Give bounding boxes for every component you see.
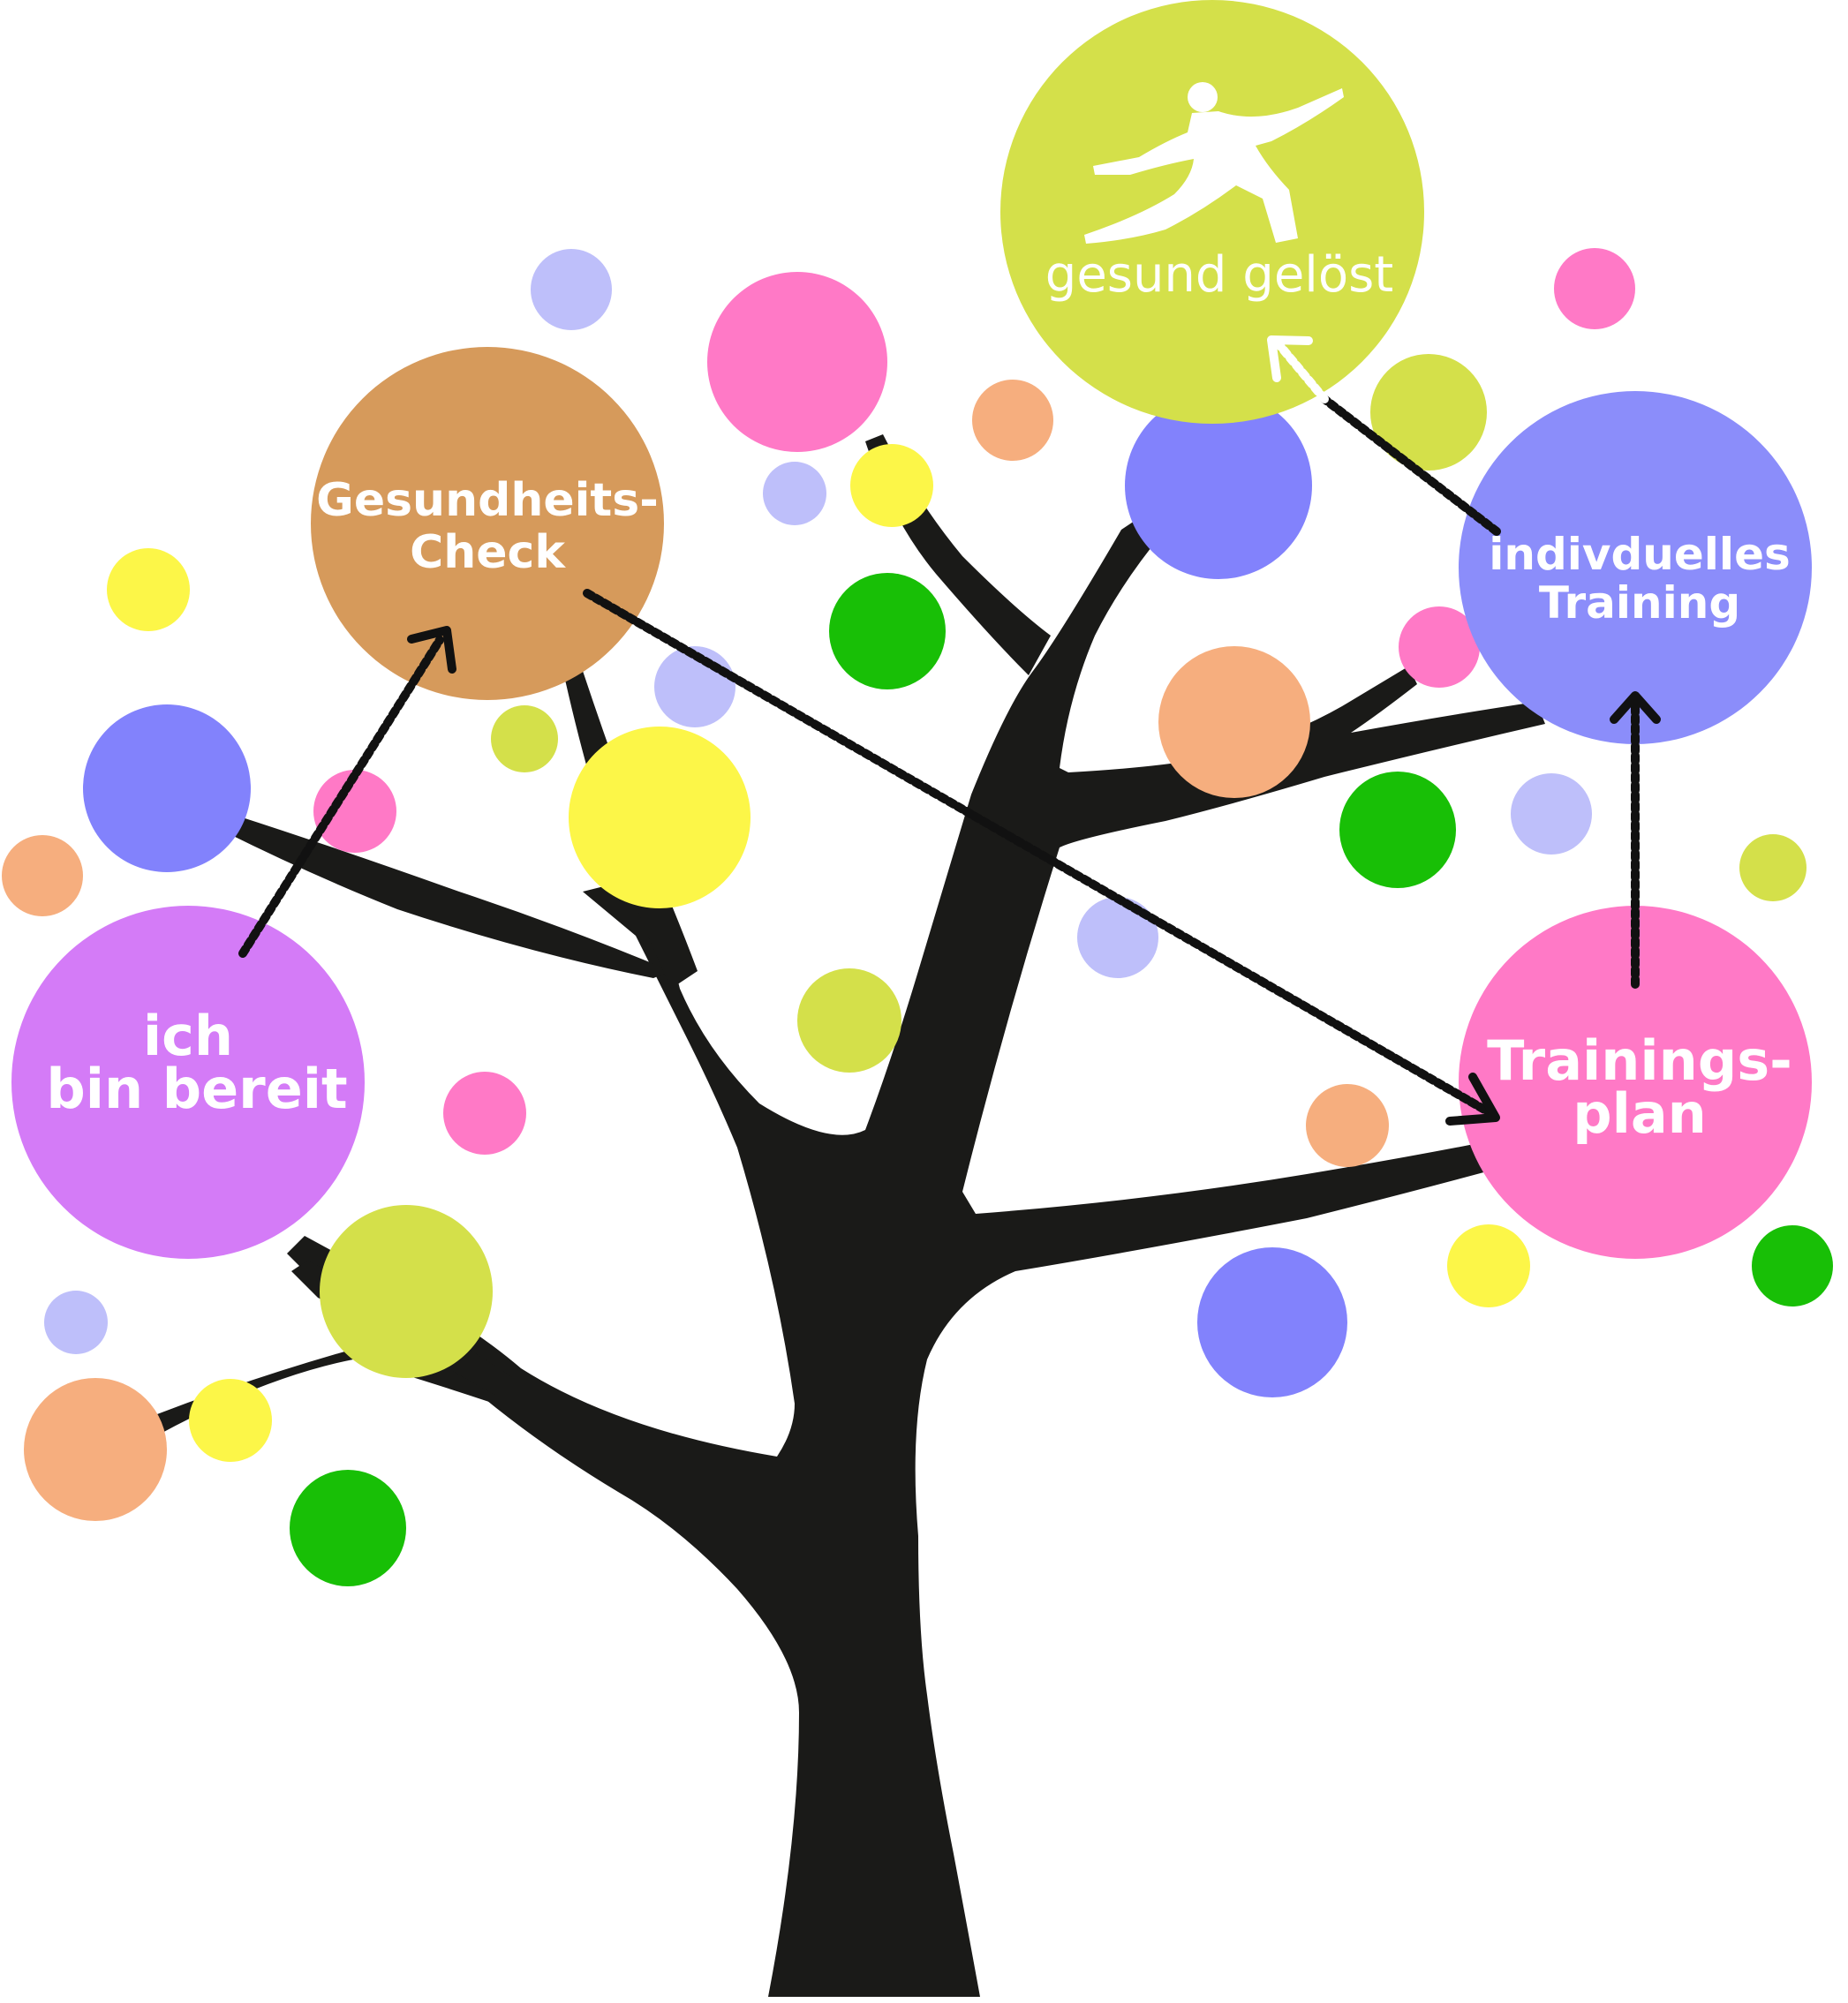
node-ready-circle [11, 906, 365, 1259]
node-plan-label-2: plan [1573, 1081, 1707, 1146]
dot-green [1752, 1225, 1833, 1306]
dot-peach [2, 835, 83, 916]
dot-peach [1158, 646, 1310, 798]
dot-pink [707, 272, 887, 452]
node-check: Gesundheits- Check [311, 347, 664, 700]
node-goal-circle [1000, 0, 1424, 424]
node-goal: gesund gelöst [1000, 0, 1424, 424]
dot-blue [1197, 1247, 1347, 1397]
arrow-ready-to-check [238, 626, 456, 958]
node-ready-label-1: ich [143, 1004, 233, 1068]
dot-yellow [569, 727, 751, 908]
decorative-dots [2, 248, 1833, 1586]
arrow-check-to-plan [583, 589, 1500, 1126]
dot-peach [24, 1378, 167, 1521]
dot-pink [443, 1072, 526, 1155]
node-check-label-1: Gesundheits- [316, 474, 659, 527]
flow-arrows [238, 335, 1661, 1126]
node-training: indivduelles Training [1459, 391, 1812, 744]
node-goal-label: gesund gelöst [1045, 246, 1393, 304]
dot-yellow [189, 1379, 272, 1462]
dot-olive [1370, 354, 1487, 471]
tree-branch-left [221, 814, 671, 978]
node-plan: Trainings- plan [1459, 906, 1812, 1259]
dot-olive [491, 705, 558, 772]
node-ready: ich bin bereit [11, 906, 365, 1259]
node-training-circle [1459, 391, 1812, 744]
dot-peach [1306, 1084, 1389, 1167]
dot-olive [797, 968, 901, 1073]
arrow-training-to-goal [1267, 335, 1501, 536]
dot-lavender [44, 1291, 108, 1354]
node-training-label-1: indivduelles [1489, 529, 1791, 580]
node-plan-circle [1459, 906, 1812, 1259]
arrow-plan-to-training [1610, 691, 1661, 989]
node-ready-label-2: bin bereit [46, 1057, 347, 1121]
dot-lavender [1511, 773, 1592, 855]
dot-lavender [531, 249, 612, 330]
dot-yellow [1447, 1224, 1530, 1307]
node-check-circle [311, 347, 664, 700]
dot-blue [1125, 392, 1312, 579]
dot-lavender [763, 462, 826, 525]
dot-blue [83, 704, 251, 872]
dot-olive [1739, 834, 1807, 901]
dot-green [829, 573, 946, 689]
dot-olive [320, 1205, 493, 1378]
node-plan-label-1: Trainings- [1487, 1028, 1792, 1093]
dot-green [1339, 772, 1456, 888]
dot-yellow [107, 548, 190, 631]
dot-yellow [850, 444, 933, 527]
node-check-label-2: Check [410, 526, 566, 579]
dot-pink [313, 770, 396, 853]
dot-green [290, 1470, 406, 1586]
dot-pink [1554, 248, 1635, 329]
node-training-label-2: Training [1539, 577, 1740, 629]
tree-trunk [287, 512, 1545, 1997]
dot-lavender [1077, 897, 1158, 978]
martial-arts-figure-icon [1084, 82, 1344, 244]
dot-pink [1399, 606, 1480, 688]
dot-peach [972, 380, 1053, 461]
